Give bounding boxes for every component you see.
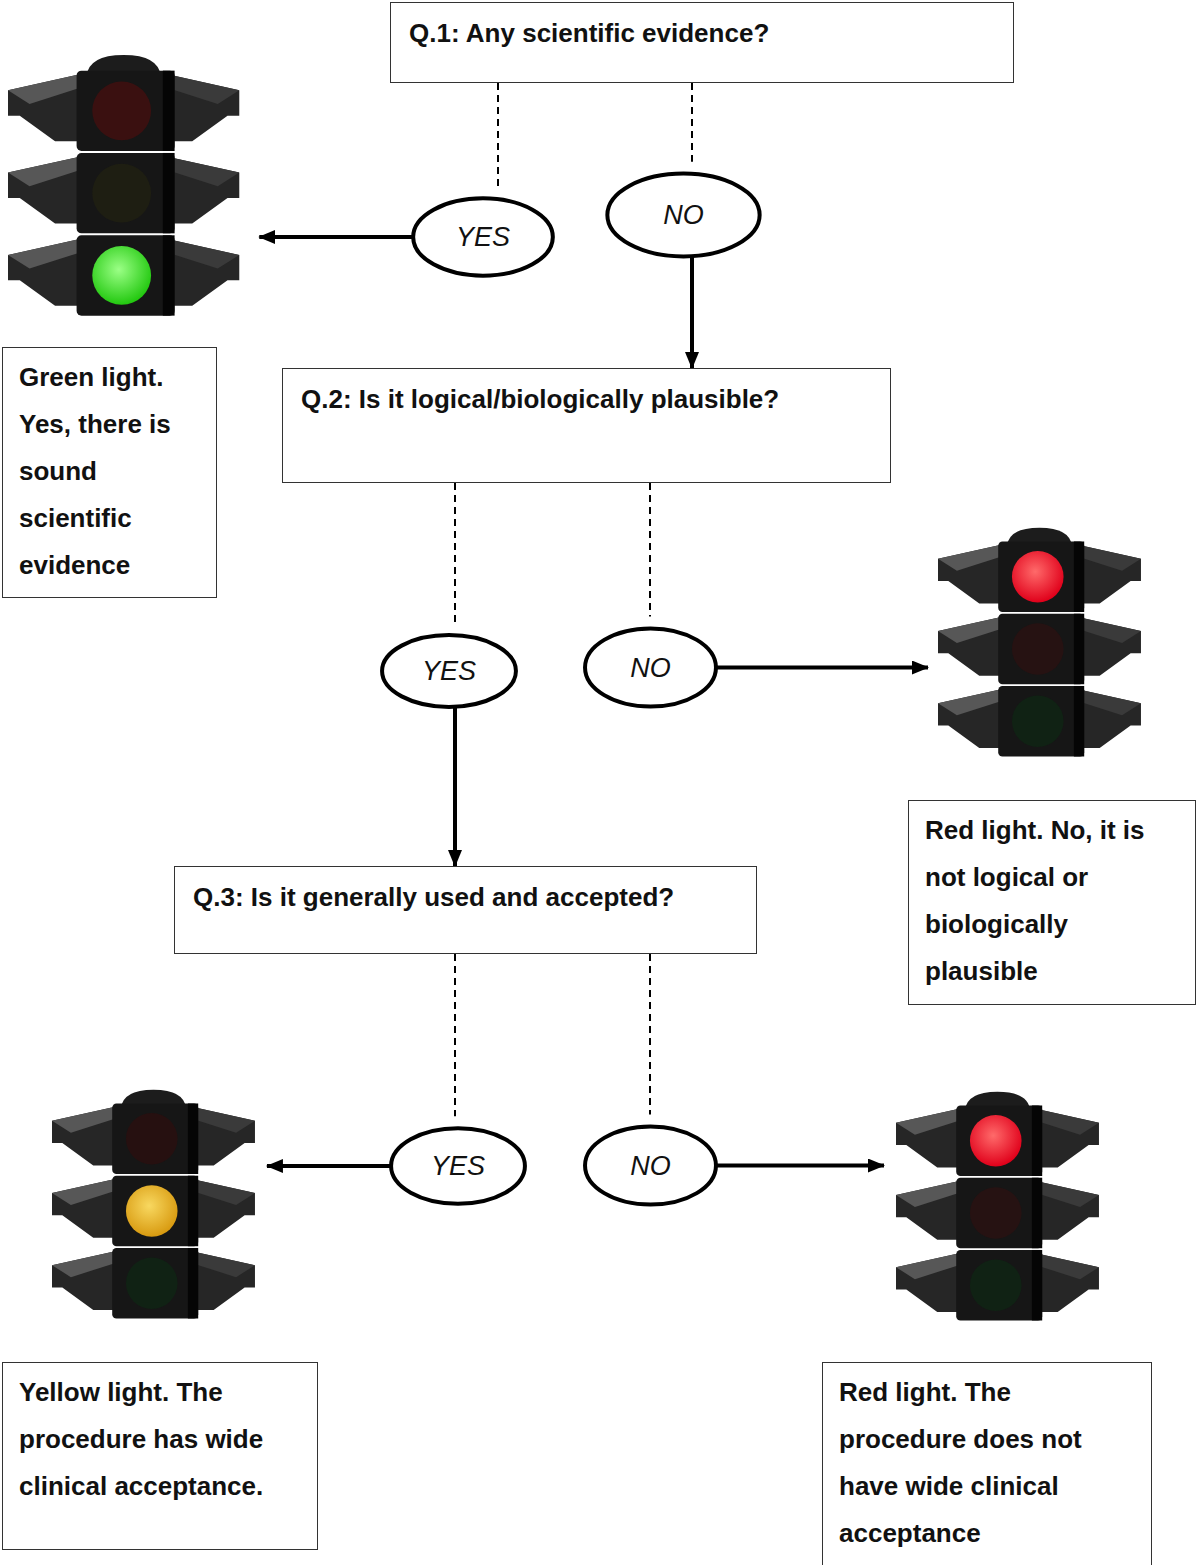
answer-ellipse: NO [583, 1123, 718, 1208]
traffic-light [52, 1090, 255, 1319]
traffic-light [896, 1092, 1099, 1321]
question-text: Q.1: Any scientific evidence? [409, 16, 995, 50]
question-box: Q.2: Is it logical/biologically plausibl… [282, 368, 891, 483]
dashed-connector [691, 83, 693, 162]
question-box: Q.3: Is it generally used and accepted? [174, 866, 757, 954]
answer-ellipse: NO [583, 625, 718, 710]
question-text: Q.2: Is it logical/biologically plausibl… [301, 382, 872, 416]
answer-label: NO [630, 652, 671, 684]
dashed-connector [497, 83, 499, 187]
arrow-connector [716, 1164, 884, 1168]
answer-ellipse: NO [605, 170, 762, 260]
outcome-box: Red light. No, it is not logical or biol… [908, 800, 1196, 1005]
traffic-light [8, 55, 239, 316]
outcome-box: Green light. Yes, there is sound scienti… [2, 347, 217, 598]
outcome-text: Red light. No, it is not logical or biol… [925, 807, 1181, 995]
dashed-connector [454, 483, 456, 623]
answer-label: YES [422, 655, 476, 687]
dashed-connector [649, 483, 651, 616]
outcome-text: Green light. Yes, there is sound scienti… [19, 354, 202, 589]
question-text: Q.3: Is it generally used and accepted? [193, 880, 738, 914]
outcome-text: Yellow light. The procedure has wide cli… [19, 1369, 303, 1510]
dashed-connector [454, 954, 456, 1116]
answer-ellipse: YES [411, 195, 555, 279]
arrow-connector [259, 235, 413, 239]
answer-label: YES [456, 221, 510, 253]
outcome-box: Red light. The procedure does not have w… [822, 1362, 1152, 1565]
answer-label: YES [431, 1150, 485, 1182]
question-box: Q.1: Any scientific evidence? [390, 2, 1014, 83]
outcome-box: Yellow light. The procedure has wide cli… [2, 1362, 318, 1550]
arrow-connector [453, 707, 457, 866]
ellipse-shape [391, 1128, 525, 1203]
arrow-connector [690, 256, 694, 368]
outcome-text: Red light. The procedure does not have w… [839, 1369, 1137, 1557]
answer-label: NO [663, 199, 704, 231]
ellipse-shape [585, 1126, 716, 1204]
answer-label: NO [630, 1150, 671, 1182]
answer-ellipse: YES [380, 632, 518, 710]
answer-ellipse: YES [389, 1125, 527, 1207]
dashed-connector [649, 954, 651, 1114]
arrow-connector [267, 1164, 391, 1168]
ellipse-shape [382, 635, 516, 707]
ellipse-shape [607, 174, 759, 257]
arrow-connector [716, 666, 928, 670]
traffic-light [938, 528, 1141, 757]
ellipse-shape [413, 198, 553, 275]
ellipse-shape [585, 628, 716, 706]
